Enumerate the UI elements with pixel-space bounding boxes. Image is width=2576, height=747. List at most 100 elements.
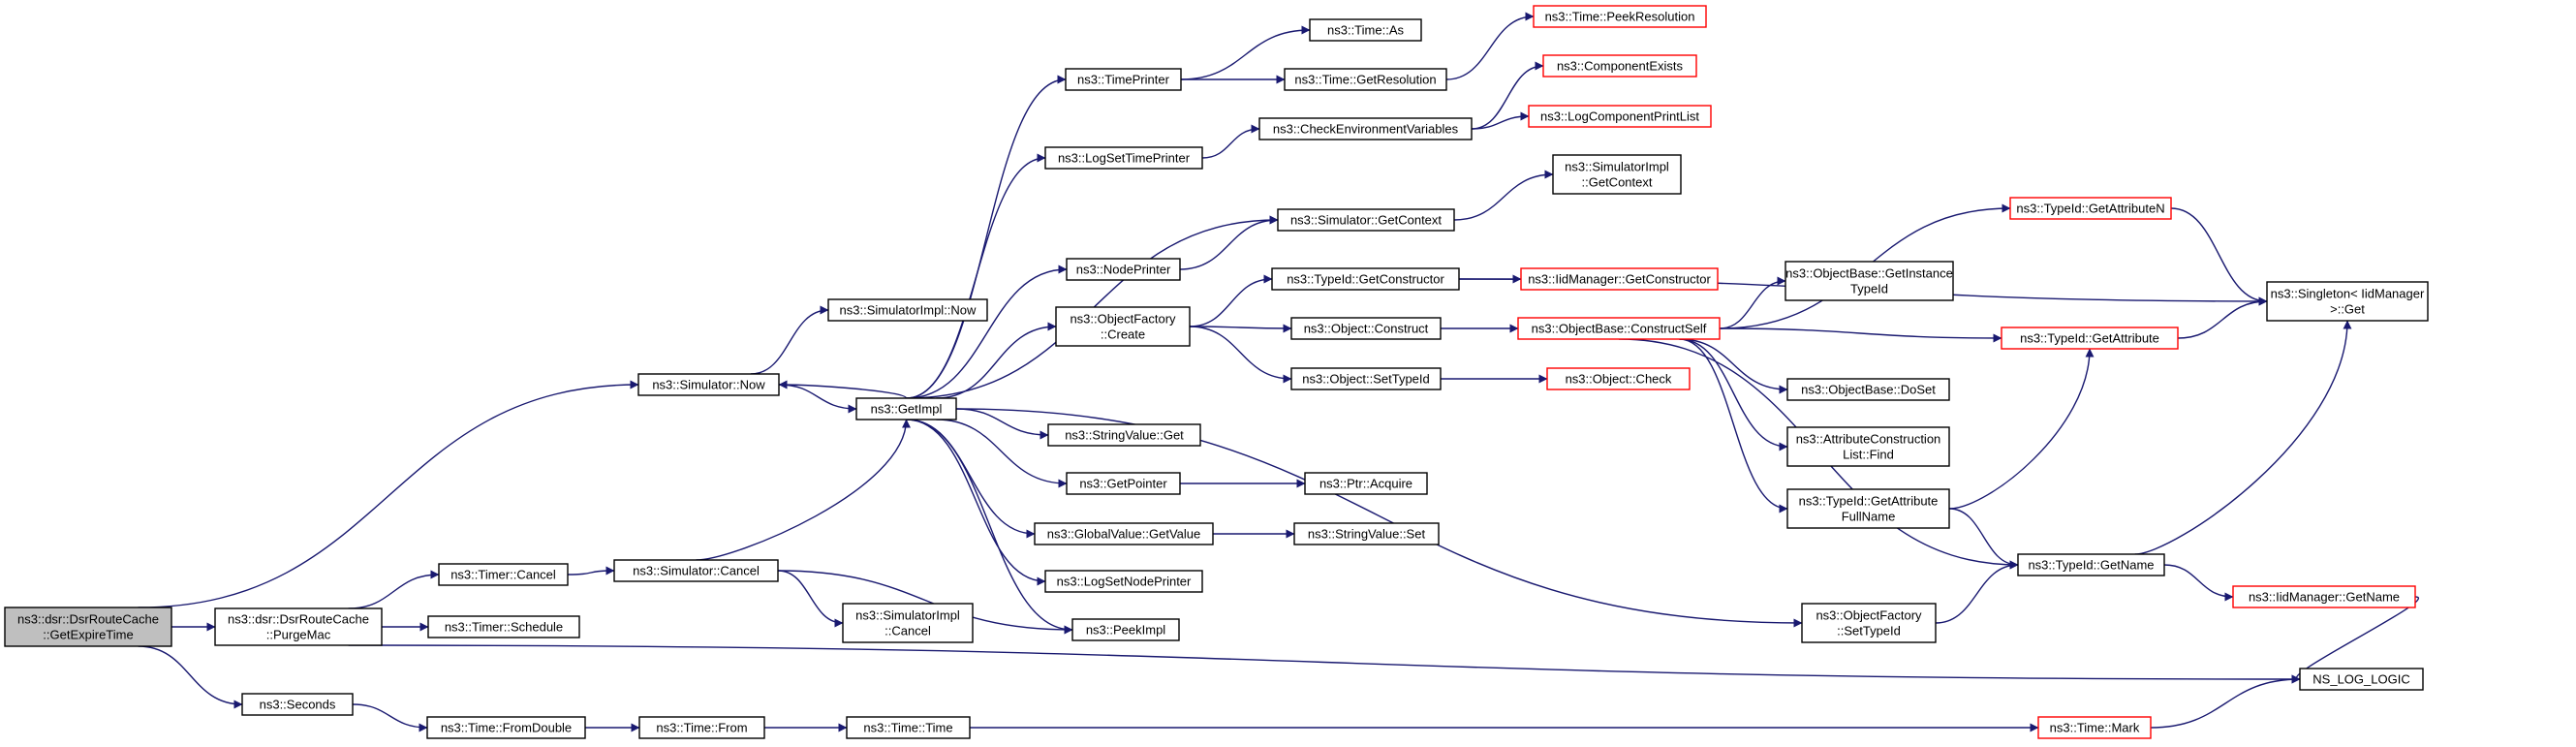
node-label: ns3::GetPointer	[1079, 477, 1167, 491]
node-label: ns3::SimulatorImpl	[1565, 160, 1669, 174]
node-label: List::Find	[1843, 448, 1894, 462]
node-time-get-resolution[interactable]: ns3::Time::GetResolution	[1284, 68, 1447, 91]
node-obj-base-construct-self[interactable]: ns3::ObjectBase::ConstructSelf	[1517, 317, 1721, 340]
node-log-set-node-printer[interactable]: ns3::LogSetNodePrinter	[1044, 570, 1203, 593]
node-label: ns3::Simulator::Now	[652, 378, 765, 392]
node-label: ns3::LogSetTimePrinter	[1058, 151, 1191, 166]
node-label: ns3::TypeId::GetConstructor	[1287, 272, 1444, 287]
node-box	[2266, 281, 2429, 322]
node-peek-impl[interactable]: ns3::PeekImpl	[1071, 618, 1180, 641]
node-type-id-get-name[interactable]: ns3::TypeId::GetName	[2017, 553, 2165, 576]
edge-seconds-to-time-from-double	[352, 703, 428, 732]
node-label: ns3::Object::Construct	[1304, 322, 1429, 336]
node-object-check[interactable]: ns3::Object::Check	[1546, 367, 1691, 390]
node-obj-factory-create[interactable]: ns3::ObjectFactory::Create	[1055, 306, 1191, 347]
node-label: ns3::dsr::DsrRouteCache	[17, 612, 159, 627]
node-time-time[interactable]: ns3::Time::Time	[846, 716, 971, 739]
node-box	[2037, 716, 2152, 739]
edge-sim-get-context-to-sim-impl-get-context	[1453, 170, 1554, 221]
node-label: TypeId	[1850, 282, 1888, 296]
edge-purge-mac-to-ns-log-logic	[348, 644, 2301, 684]
node-timer-schedule[interactable]: ns3::Timer::Schedule	[427, 615, 580, 638]
node-label: ns3::StringValue::Get	[1065, 428, 1184, 443]
node-label: ::Create	[1101, 327, 1145, 342]
edge-obj-factory-create-to-type-id-get-constructor	[1189, 274, 1273, 327]
node-iid-get-name[interactable]: ns3::IidManager::GetName	[2232, 585, 2416, 608]
node-label: ns3::Timer::Schedule	[445, 620, 563, 635]
node-label: ns3::Simulator::Cancel	[633, 564, 760, 578]
edge-obj-base-construct-self-to-obj-base-get-instance-type-id	[1719, 276, 1786, 329]
node-type-id-get-constructor[interactable]: ns3::TypeId::GetConstructor	[1271, 267, 1460, 291]
node-time-mark[interactable]: ns3::Time::Mark	[2037, 716, 2152, 739]
node-sim-now[interactable]: ns3::Simulator::Now	[637, 373, 780, 396]
node-get-pointer[interactable]: ns3::GetPointer	[1066, 472, 1181, 495]
node-sim-impl-now[interactable]: ns3::SimulatorImpl::Now	[827, 298, 988, 322]
node-time-printer[interactable]: ns3::TimePrinter	[1065, 68, 1182, 91]
node-sim-impl-get-context[interactable]: ns3::SimulatorImpl::GetContext	[1552, 154, 1682, 195]
node-label: ns3::ObjectBase::ConstructSelf	[1532, 322, 1707, 336]
edge-timer-cancel-to-sim-cancel	[567, 566, 615, 576]
node-box	[1309, 18, 1422, 42]
node-time-as[interactable]: ns3::Time::As	[1309, 18, 1422, 42]
node-purge-mac[interactable]: ns3::dsr::DsrRouteCache::PurgeMac	[214, 607, 383, 646]
node-box	[637, 373, 780, 396]
node-type-id-get-attribute[interactable]: ns3::TypeId::GetAttribute	[2001, 327, 2179, 350]
node-box	[241, 693, 354, 716]
node-box	[2001, 327, 2179, 350]
node-object-set-type-id[interactable]: ns3::Object::SetTypeId	[1290, 367, 1442, 390]
node-sim-get-context[interactable]: ns3::Simulator::GetContext	[1277, 208, 1455, 232]
edge-get-impl-to-peek-impl	[906, 419, 1073, 635]
node-box	[1047, 423, 1201, 447]
node-box	[1546, 367, 1691, 390]
node-box	[1071, 618, 1180, 641]
node-string-value-get[interactable]: ns3::StringValue::Get	[1047, 423, 1201, 447]
node-box	[2017, 553, 2165, 576]
node-box	[1786, 488, 1950, 529]
node-node-printer[interactable]: ns3::NodePrinter	[1066, 258, 1181, 281]
node-time-from[interactable]: ns3::Time::From	[638, 716, 765, 739]
edge-get-impl-to-obj-factory-create	[936, 322, 1057, 399]
node-obj-base-do-set[interactable]: ns3::ObjectBase::DoSet	[1786, 378, 1950, 401]
edge-type-id-get-attribute-full-name-to-type-id-get-attribute	[1948, 348, 2095, 510]
node-component-exists[interactable]: ns3::ComponentExists	[1542, 54, 1697, 78]
node-box	[1520, 267, 1719, 291]
node-global-value-get-value[interactable]: ns3::GlobalValue::GetValue	[1034, 522, 1214, 545]
node-label: ns3::TypeId::GetAttribute	[2020, 331, 2159, 346]
edge-sim-cancel-to-peek-impl	[777, 570, 1073, 635]
node-log-set-time-printer[interactable]: ns3::LogSetTimePrinter	[1044, 146, 1203, 170]
node-ptr-acquire[interactable]: ns3::Ptr::Acquire	[1304, 472, 1428, 495]
node-seconds[interactable]: ns3::Seconds	[241, 693, 354, 716]
node-root[interactable]: ns3::dsr::DsrRouteCache::GetExpireTime	[4, 607, 172, 647]
node-box	[1258, 117, 1473, 140]
node-sim-impl-cancel[interactable]: ns3::SimulatorImpl::Cancel	[842, 603, 974, 643]
node-box	[2299, 668, 2424, 691]
node-ns-log-logic[interactable]: NS_LOG_LOGIC	[2299, 668, 2424, 691]
node-type-id-get-attribute-n[interactable]: ns3::TypeId::GetAttributeN	[2009, 197, 2172, 220]
node-label: ns3::TypeId::GetAttribute	[1799, 494, 1939, 509]
node-timer-cancel[interactable]: ns3::Timer::Cancel	[438, 563, 569, 586]
node-box	[855, 397, 957, 420]
node-time-from-double[interactable]: ns3::Time::FromDouble	[426, 716, 586, 739]
node-get-impl[interactable]: ns3::GetImpl	[855, 397, 957, 420]
node-iid-get-constructor[interactable]: ns3::IidManager::GetConstructor	[1520, 267, 1719, 291]
node-time-peek-resolution[interactable]: ns3::Time::PeekResolution	[1533, 5, 1707, 28]
node-check-env-vars[interactable]: ns3::CheckEnvironmentVariables	[1258, 117, 1473, 140]
node-singleton-get[interactable]: ns3::Singleton< IidManager>::Get	[2266, 281, 2429, 322]
node-box	[4, 607, 172, 647]
edge-get-impl-to-log-set-time-printer	[906, 153, 1046, 399]
node-object-construct[interactable]: ns3::Object::Construct	[1290, 317, 1442, 340]
node-label: ns3::TypeId::GetAttributeN	[2016, 202, 2164, 216]
node-label: ns3::GetImpl	[871, 402, 943, 417]
node-string-value-set[interactable]: ns3::StringValue::Set	[1293, 522, 1440, 545]
node-box	[1066, 258, 1181, 281]
node-log-component-print-list[interactable]: ns3::LogComponentPrintList	[1528, 105, 1712, 128]
edge-get-impl-to-string-value-get	[955, 408, 1049, 440]
node-sim-cancel[interactable]: ns3::Simulator::Cancel	[613, 559, 779, 582]
edge-check-env-vars-to-component-exists	[1471, 61, 1544, 130]
node-obj-factory-set-type-id[interactable]: ns3::ObjectFactory::SetTypeId	[1801, 603, 1937, 643]
node-box	[842, 603, 974, 643]
node-label: NS_LOG_LOGIC	[2312, 672, 2409, 687]
